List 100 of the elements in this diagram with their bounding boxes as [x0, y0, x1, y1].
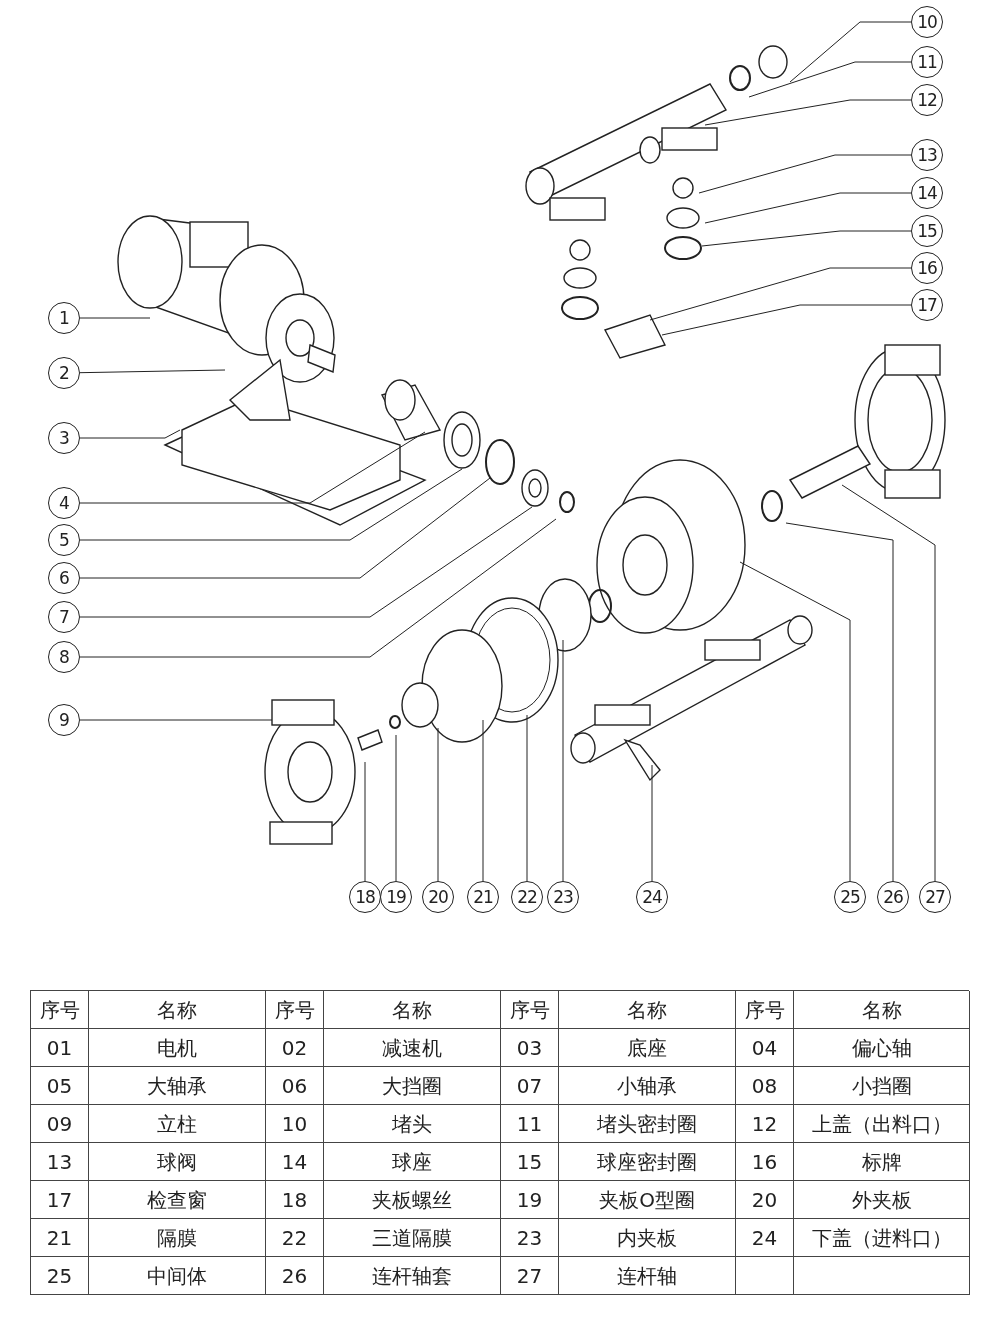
- table-cell: 05: [31, 1067, 89, 1105]
- table-cell: 13: [31, 1143, 89, 1181]
- leader-line: [841, 484, 936, 882]
- callout-number: 15: [911, 215, 943, 247]
- table-cell: 堵头: [324, 1105, 501, 1143]
- table-cell: 内夹板: [559, 1219, 736, 1257]
- table-cell: 25: [31, 1257, 89, 1295]
- callout-number: 14: [911, 177, 943, 209]
- leader-line: [79, 429, 181, 439]
- column-header: 名称: [794, 991, 970, 1029]
- callout-number: 22: [511, 881, 543, 913]
- callout-number: 8: [48, 641, 80, 673]
- table-cell: 大轴承: [89, 1067, 266, 1105]
- callout-number: 2: [48, 357, 80, 389]
- table-cell: 06: [266, 1067, 324, 1105]
- table-cell: 01: [31, 1029, 89, 1067]
- callout-number: 13: [911, 139, 943, 171]
- callout-number: 27: [919, 881, 951, 913]
- callout-number: 26: [877, 881, 909, 913]
- leader-line: [785, 522, 894, 882]
- table-cell: 10: [266, 1105, 324, 1143]
- table-cell: 14: [266, 1143, 324, 1181]
- callout-number: 12: [911, 84, 943, 116]
- table-cell: 偏心轴: [794, 1029, 970, 1067]
- table-cell: 12: [736, 1105, 794, 1143]
- column-header: 名称: [559, 991, 736, 1029]
- table-cell: 19: [501, 1181, 559, 1219]
- table-cell: 上盖（出料口）: [794, 1105, 970, 1143]
- callout-number: 23: [547, 881, 579, 913]
- table-cell: 三道隔膜: [324, 1219, 501, 1257]
- leader-line: [437, 727, 439, 882]
- table-cell: 底座: [559, 1029, 736, 1067]
- leader-line: [704, 192, 912, 224]
- table-cell: 下盖（进料口）: [794, 1219, 970, 1257]
- table-cell: 球阀: [89, 1143, 266, 1181]
- table-cell: 22: [266, 1219, 324, 1257]
- leader-line: [482, 719, 484, 882]
- leader-line: [79, 468, 463, 541]
- leader-line: [79, 431, 426, 504]
- column-header: 名称: [89, 991, 266, 1029]
- callout-number: 21: [467, 881, 499, 913]
- leader-line: [651, 764, 653, 882]
- table-cell: 电机: [89, 1029, 266, 1067]
- table-cell: 27: [501, 1257, 559, 1295]
- table-cell: 23: [501, 1219, 559, 1257]
- leader-line: [79, 477, 491, 579]
- table-cell: 21: [31, 1219, 89, 1257]
- callout-number: 18: [349, 881, 381, 913]
- leader-line: [79, 719, 273, 721]
- table-cell: 球座密封圈: [559, 1143, 736, 1181]
- leader-line: [748, 61, 912, 98]
- callout-number: 9: [48, 704, 80, 736]
- table-cell: 15: [501, 1143, 559, 1181]
- column-header: 序号: [736, 991, 794, 1029]
- leader-line: [562, 639, 564, 882]
- table-cell: 09: [31, 1105, 89, 1143]
- callout-number: 4: [48, 487, 80, 519]
- table-cell: 检查窗: [89, 1181, 266, 1219]
- callout-number: 19: [380, 881, 412, 913]
- callout-number: 5: [48, 524, 80, 556]
- table-cell: 08: [736, 1067, 794, 1105]
- table-cell: 小轴承: [559, 1067, 736, 1105]
- table-cell: 夹板螺丝: [324, 1181, 501, 1219]
- table-cell: 连杆轴套: [324, 1257, 501, 1295]
- leader-line: [526, 714, 528, 882]
- table-cell: 夹板O型圈: [559, 1181, 736, 1219]
- table-cell: 减速机: [324, 1029, 501, 1067]
- table-cell: 16: [736, 1143, 794, 1181]
- leader-line: [79, 506, 533, 618]
- callout-number: 11: [911, 46, 943, 78]
- callout-number: 24: [636, 881, 668, 913]
- table-cell: 26: [266, 1257, 324, 1295]
- table-cell: 标牌: [794, 1143, 970, 1181]
- table-cell: 02: [266, 1029, 324, 1067]
- leader-line: [364, 761, 366, 882]
- table-cell: 球座: [324, 1143, 501, 1181]
- column-header: 序号: [501, 991, 559, 1029]
- table-cell: 中间体: [89, 1257, 266, 1295]
- table-cell: 连杆轴: [559, 1257, 736, 1295]
- callout-number: 25: [834, 881, 866, 913]
- table-cell: 07: [501, 1067, 559, 1105]
- leader-line: [789, 21, 912, 83]
- table-cell: 外夹板: [794, 1181, 970, 1219]
- leader-line: [649, 267, 912, 321]
- table-cell: 24: [736, 1219, 794, 1257]
- table-cell: 大挡圈: [324, 1067, 501, 1105]
- callout-number: 20: [422, 881, 454, 913]
- table-cell: 03: [501, 1029, 559, 1067]
- leader-line: [661, 304, 912, 336]
- table-cell: 18: [266, 1181, 324, 1219]
- table-cell: 11: [501, 1105, 559, 1143]
- leader-line: [704, 99, 912, 126]
- callout-number: 7: [48, 601, 80, 633]
- table-cell: 堵头密封圈: [559, 1105, 736, 1143]
- callout-number: 1: [48, 302, 80, 334]
- callout-number: 10: [911, 6, 943, 38]
- table-cell: 04: [736, 1029, 794, 1067]
- leader-line: [395, 734, 397, 882]
- leader-line: [698, 154, 912, 194]
- leader-line: [79, 369, 226, 374]
